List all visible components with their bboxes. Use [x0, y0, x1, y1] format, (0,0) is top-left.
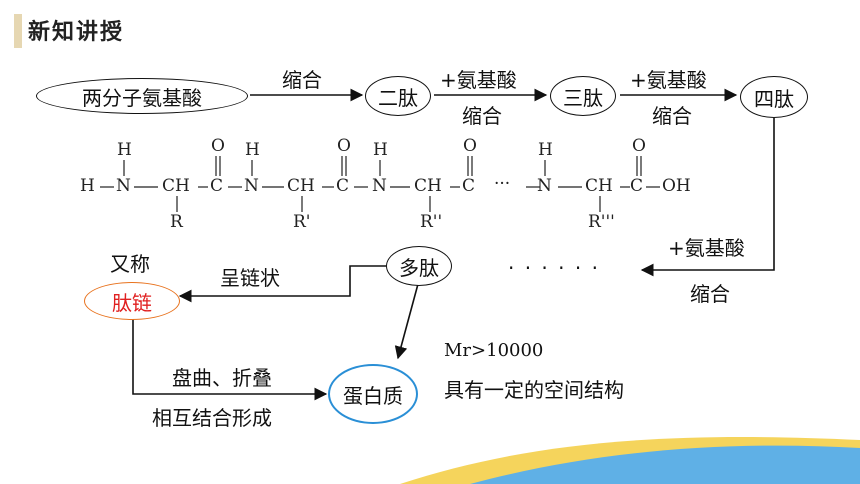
- struct-ellipsis: ···: [494, 174, 511, 194]
- arrow-tetrapeptide-to-dots: [640, 118, 775, 277]
- struct-c-4: C: [630, 176, 644, 196]
- node-two-amino-acids: 两分子氨基酸: [36, 78, 248, 114]
- struct-o-4: O: [632, 136, 646, 156]
- node-peptide-chain: 肽链: [84, 282, 180, 320]
- struct-o-2: O: [337, 136, 351, 156]
- struct-h-top-2: H: [245, 140, 260, 160]
- header-accent-bar: [14, 14, 22, 48]
- label-add-amino-1: +氨基酸: [440, 68, 517, 92]
- node-tetrapeptide: 四肽: [740, 76, 808, 118]
- struct-n-1: N: [116, 176, 131, 196]
- struct-o-3: O: [463, 136, 477, 156]
- struct-r-1: R: [170, 212, 183, 232]
- struct-c-3: C: [462, 176, 476, 196]
- struct-r-3: R'': [420, 212, 443, 232]
- struct-n-2: N: [244, 176, 259, 196]
- struct-n-3: N: [372, 176, 387, 196]
- node-polypeptide: 多肽: [386, 246, 452, 286]
- label-spatial-structure: 具有一定的空间结构: [444, 378, 624, 402]
- structure-bonds: [100, 156, 660, 212]
- struct-ch-2: CH: [287, 176, 315, 196]
- struct-h-top-1: H: [117, 140, 132, 160]
- label-mr: Mr>10000: [444, 340, 544, 361]
- label-condense-4: 缩合: [690, 282, 730, 306]
- decor-blue-wave: [470, 445, 860, 484]
- label-chain-shape: 呈链状: [220, 266, 280, 290]
- struct-h-top-4: H: [538, 140, 553, 160]
- arrow-polypeptide-to-protein: [394, 283, 419, 360]
- label-combine: 相互结合形成: [152, 406, 272, 430]
- label-add-amino-2: +氨基酸: [630, 68, 707, 92]
- node-protein: 蛋白质: [328, 364, 418, 424]
- label-fold: 盘曲、折叠: [172, 366, 272, 390]
- arrow-peptide-chain-to-protein: [132, 318, 328, 401]
- node-dipeptide: 二肽: [365, 76, 431, 116]
- label-also-called: 又称: [110, 252, 150, 276]
- label-condense-1: 缩合: [282, 68, 322, 92]
- struct-ch-4: CH: [585, 176, 613, 196]
- struct-r-2: R': [293, 212, 311, 232]
- label-condense-2: 缩合: [462, 104, 502, 128]
- label-condense-3: 缩合: [652, 104, 692, 128]
- struct-o-1: O: [211, 136, 225, 156]
- struct-oh: OH: [662, 176, 691, 196]
- struct-h-top-3: H: [373, 140, 388, 160]
- page-title: 新知讲授: [28, 19, 125, 45]
- struct-ch-3: CH: [414, 176, 442, 196]
- struct-c-2: C: [336, 176, 350, 196]
- struct-c-1: C: [210, 176, 224, 196]
- struct-h-left: H: [80, 176, 95, 196]
- struct-r-4: R''': [588, 212, 615, 232]
- struct-n-4: N: [537, 176, 552, 196]
- label-add-amino-3: +氨基酸: [668, 236, 745, 260]
- label-dots: · · · · · ·: [508, 256, 600, 280]
- node-tripeptide: 三肽: [550, 76, 616, 116]
- struct-ch-1: CH: [162, 176, 190, 196]
- arrow-polypeptide-to-peptide-chain: [178, 265, 386, 303]
